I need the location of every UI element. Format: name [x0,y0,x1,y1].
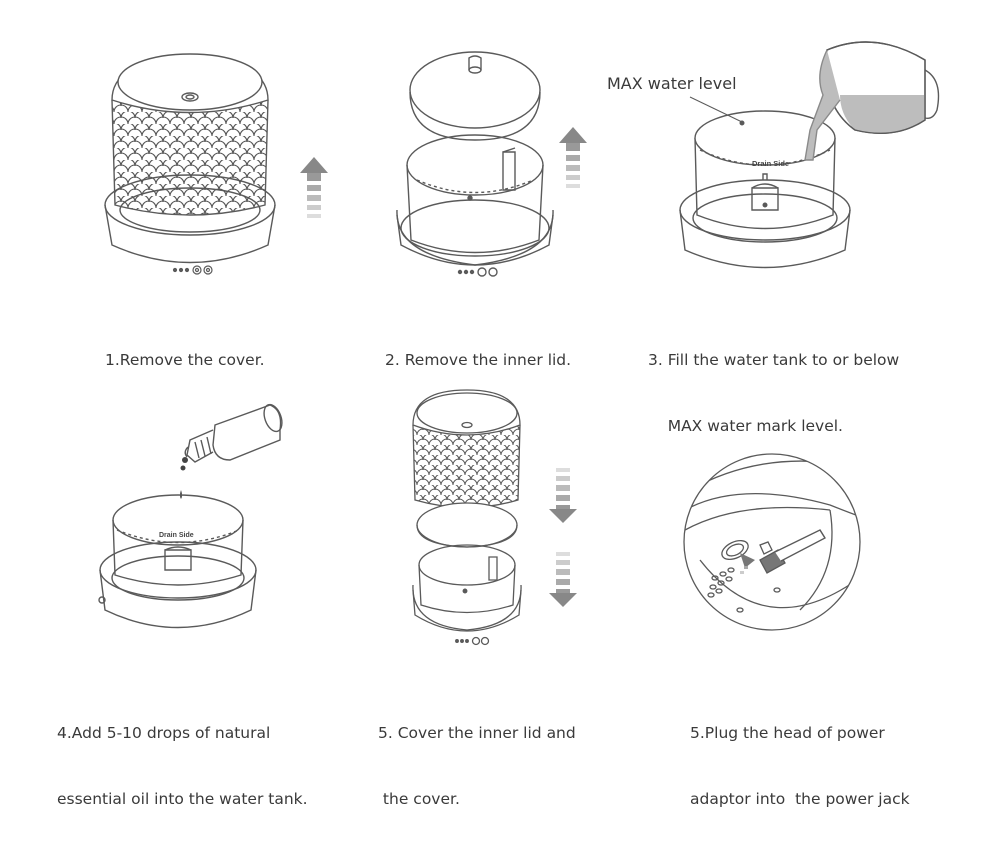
step-5-illustration [412,389,577,646]
step-6-illustration [683,453,861,631]
patterned-cover [111,99,269,216]
step-4-illustration: Drain Side [98,403,283,629]
caption-line: adaptor into the power jack [690,790,910,808]
step-2-caption: 2. Remove the inner lid. [385,305,571,415]
caption-line: MAX water mark level. [648,417,843,435]
patterned-cover [412,389,521,509]
caption-line: 3. Fill the water tank to or below [648,351,900,369]
insert-arrow-icon [740,553,755,574]
control-buttons [172,265,213,275]
cover-top [111,53,269,114]
water-tank [406,134,544,254]
caption-line: 1.Remove the cover. [105,351,265,369]
step-3-caption: 3. Fill the water tank to or below MAX w… [648,305,899,481]
step-1-illustration [104,53,328,275]
caption-line: the cover. [378,790,460,808]
caption-line: 5.Plug the head of power [690,724,885,742]
caption-line: 2. Remove the inner lid. [385,351,572,369]
inner-lid [409,51,541,141]
up-arrow-icon [559,127,587,188]
diffuser-base [679,179,851,269]
down-arrow-icon [549,468,577,523]
step-6-caption: 5.Plug the head of power adaptor into th… [690,678,910,854]
step-1-caption: 1.Remove the cover. [105,305,265,415]
down-arrow-icon [549,552,577,607]
diffuser-base [412,584,522,646]
step-3-illustration: Drain Side [679,41,940,269]
diffuser-base [98,541,257,629]
leader-line [689,96,743,123]
step-4-caption: 4.Add 5-10 drops of natural essential oi… [57,678,308,854]
pitcher-icon [804,41,940,161]
diffuser-base [396,199,554,266]
water-tank [418,544,516,614]
caption-line: 5. Cover the inner lid and [378,724,576,742]
water-tank [112,494,244,586]
drain-side-label: Drain Side [752,159,789,168]
step-2-illustration [396,51,587,277]
up-arrow-icon [300,157,328,218]
max-water-level-label: MAX water level [607,74,737,93]
power-plug-icon [759,529,826,574]
water-tank [694,110,836,230]
zoom-circle [683,453,861,631]
inner-lid [416,502,518,548]
control-buttons [457,267,498,277]
caption-line: 4.Add 5-10 drops of natural [57,724,271,742]
led-dots [707,567,781,613]
caption-line: essential oil into the water tank. [57,790,308,808]
step-5-caption: 5. Cover the inner lid and the cover. [378,678,576,854]
drain-side-label: Drain Side [159,532,194,539]
oil-bottle-icon [180,403,283,499]
power-jack-closeup [684,460,860,613]
